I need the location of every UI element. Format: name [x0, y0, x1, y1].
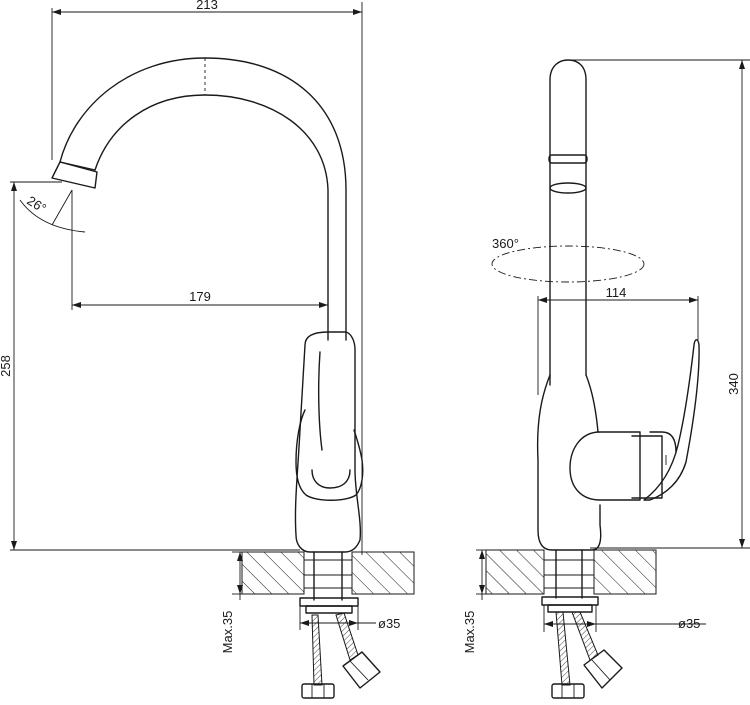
front-countertop: [232, 551, 415, 595]
dim-spout-angle-label: 26°: [24, 193, 49, 216]
dim-spout-reach-label: 179: [189, 289, 211, 304]
side-body: [536, 339, 700, 551]
side-hoses: [551, 611, 623, 699]
side-view: 360° 114 340: [462, 59, 750, 699]
side-countertop: [476, 549, 657, 595]
dim-rotation-label: 360°: [492, 236, 519, 251]
front-view: 213 26° 179: [0, 0, 415, 699]
dim-width-total-label: 213: [196, 0, 218, 12]
side-shank: ø35: [541, 549, 706, 632]
dim-side-hole-diameter-label: ø35: [678, 616, 700, 631]
dim-spout-reach: 179: [72, 289, 328, 308]
dim-height: 258: [0, 181, 300, 551]
dim-height-label: 258: [0, 355, 13, 377]
front-shank: ø35: [299, 551, 400, 631]
dim-hole-diameter-label: ø35: [378, 616, 400, 631]
dim-max-thickness-label: Max.35: [220, 611, 235, 654]
front-body: [294, 331, 364, 553]
dim-spout-angle: 26°: [19, 189, 86, 310]
dim-side-max-thickness: Max.35: [462, 550, 485, 653]
front-spout: [51, 57, 347, 341]
dim-max-thickness: Max.35: [220, 552, 243, 653]
dim-side-max-thickness-label: Max.35: [462, 611, 477, 654]
dim-lever-reach: 114: [537, 285, 699, 395]
dim-width-total: 213: [51, 0, 363, 555]
dim-side-height-label: 340: [726, 373, 741, 395]
dim-rotation: 360°: [491, 236, 645, 283]
front-hoses: [301, 612, 381, 699]
dim-side-height: 340: [590, 60, 750, 549]
side-column: [548, 59, 750, 386]
dim-lever-reach-label: 114: [606, 285, 627, 300]
